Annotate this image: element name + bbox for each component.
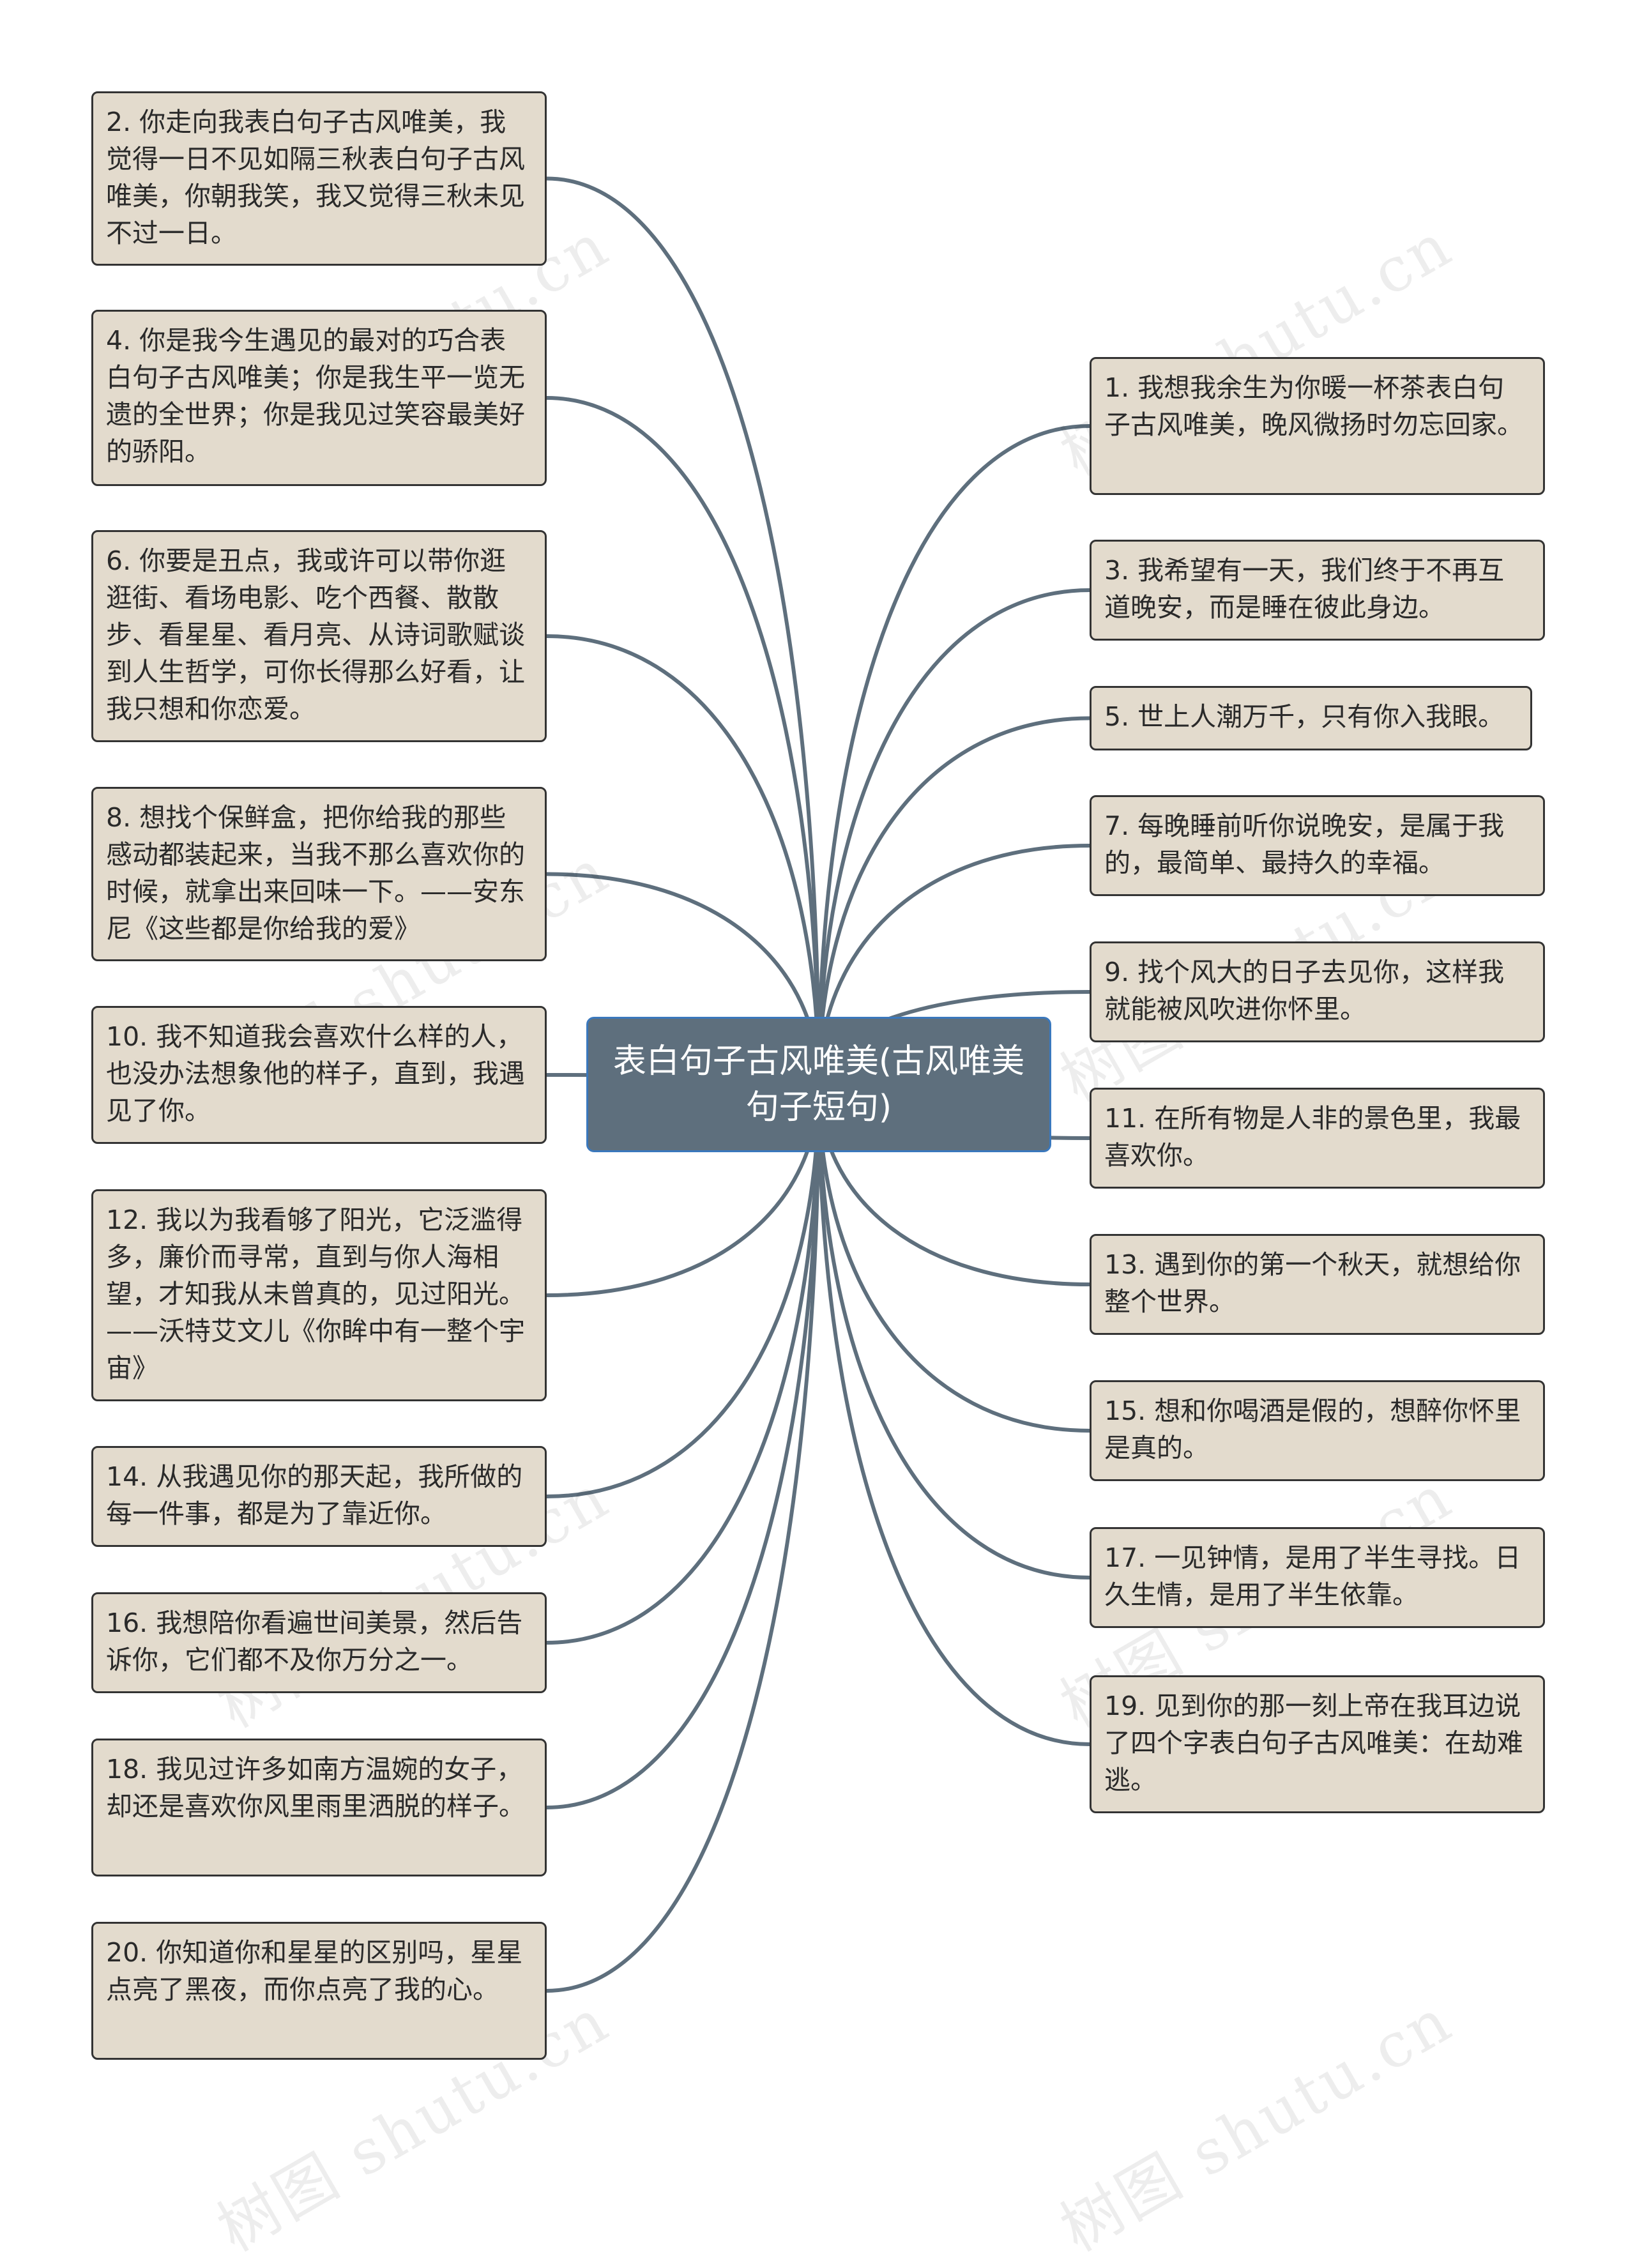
left-topic-8[interactable]: 8. 想找个保鲜盒，把你给我的那些感动都装起来，当我不那么喜欢你的时候，就拿出来…: [91, 787, 547, 961]
right-topic-15[interactable]: 15. 想和你喝酒是假的，想醉你怀里是真的。: [1090, 1380, 1545, 1481]
connector-line: [546, 1084, 821, 1993]
right-topic-7[interactable]: 7. 每晚睡前听你说晚安，是属于我的，最简单、最持久的幸福。: [1090, 795, 1545, 896]
connector-line: [546, 1084, 821, 1498]
connector-line: [546, 634, 821, 1085]
right-topic-1[interactable]: 1. 我想我余生为你暖一杯茶表白句子古风唯美，晚风微扬时勿忘回家。: [1090, 357, 1545, 495]
left-topic-6[interactable]: 6. 你要是丑点，我或许可以带你逛逛街、看场电影、吃个西餐、散散步、看星星、看月…: [91, 530, 547, 742]
connector-line: [817, 588, 1090, 1085]
mind-map-canvas: 树图 shutu.cn 树图 shutu.cn 树图 shutu.cn 树图 s…: [91, 91, 1545, 2265]
right-topic-11[interactable]: 11. 在所有物是人非的景色里，我最喜欢你。: [1090, 1088, 1545, 1189]
connector-line: [817, 716, 1090, 1085]
connector-line: [817, 1084, 1090, 1433]
right-topic-13[interactable]: 13. 遇到你的第一个秋天，就想给你整个世界。: [1090, 1234, 1545, 1335]
root-topic[interactable]: 表白句子古风唯美(古风唯美句子短句): [586, 1017, 1051, 1152]
left-topic-12[interactable]: 12. 我以为我看够了阳光，它泛滥得多，廉价而寻常，直到与你人海相望，才知我从未…: [91, 1189, 547, 1401]
right-topic-9[interactable]: 9. 找个风大的日子去见你，这样我就能被风吹进你怀里。: [1090, 941, 1545, 1042]
left-topic-18[interactable]: 18. 我见过许多如南方温婉的女子，却还是喜欢你风里雨里洒脱的样子。: [91, 1739, 547, 1876]
left-topic-4[interactable]: 4. 你是我今生遇见的最对的巧合表白句子古风唯美；你是我生平一览无遗的全世界；你…: [91, 310, 547, 486]
left-topic-20[interactable]: 20. 你知道你和星星的区别吗，星星点亮了黑夜，而你点亮了我的心。: [91, 1922, 547, 2060]
connector-line: [546, 1084, 821, 1645]
connector-line: [817, 1084, 1090, 1579]
left-topic-2[interactable]: 2. 你走向我表白句子古风唯美，我觉得一日不见如隔三秋表白句子古风唯美，你朝我笑…: [91, 91, 547, 266]
connector-line: [546, 176, 821, 1085]
right-topic-5[interactable]: 5. 世上人潮万千，只有你入我眼。: [1090, 686, 1532, 750]
left-topic-10[interactable]: 10. 我不知道我会喜欢什么样的人，也没办法想象他的样子，直到，我遇见了你。: [91, 1006, 547, 1144]
connector-line: [817, 1084, 1090, 1746]
connector-line: [546, 1084, 821, 1809]
right-topic-3[interactable]: 3. 我希望有一天，我们终于不再互道晚安，而是睡在彼此身边。: [1090, 540, 1545, 641]
right-topic-17[interactable]: 17. 一见钟情，是用了半生寻找。日久生情，是用了半生依靠。: [1090, 1527, 1545, 1628]
right-topic-19[interactable]: 19. 见到你的那一刻上帝在我耳边说了四个字表白句子古风唯美：在劫难逃。: [1090, 1675, 1545, 1813]
left-topic-16[interactable]: 16. 我想陪你看遍世间美景，然后告诉你，它们都不及你万分之一。: [91, 1592, 547, 1693]
left-topic-14[interactable]: 14. 从我遇见你的那天起，我所做的每一件事，都是为了靠近你。: [91, 1446, 547, 1547]
connector-line: [817, 424, 1090, 1085]
connector-line: [546, 396, 821, 1085]
